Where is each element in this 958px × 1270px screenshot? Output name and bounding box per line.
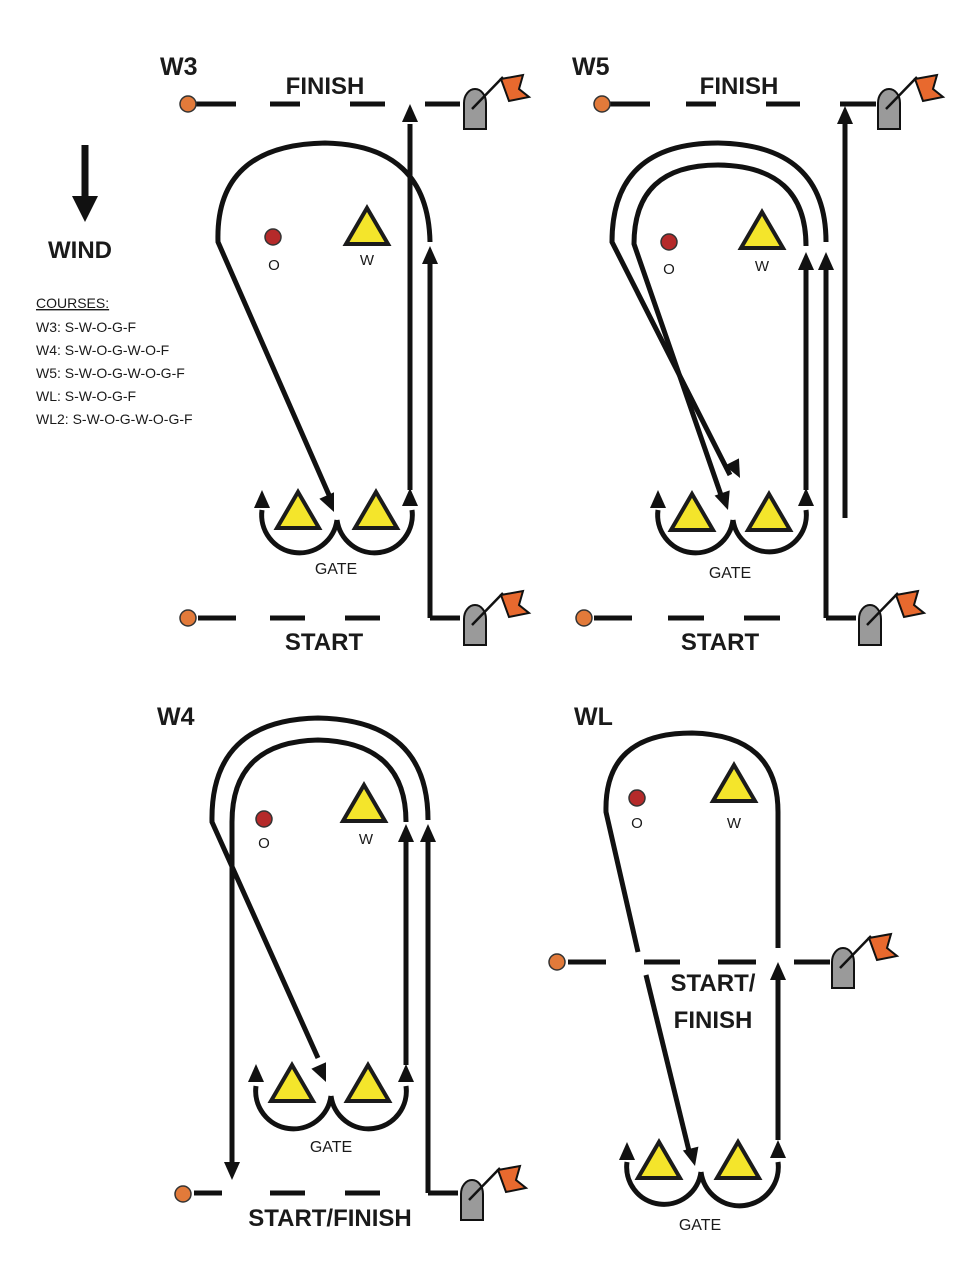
windward-mark-icon [711, 763, 757, 803]
windward-label: W [727, 815, 742, 832]
start-finish-label: START/ [671, 970, 756, 997]
gate-mark-icon [269, 1063, 315, 1103]
offset-label: O [663, 261, 675, 278]
offset-mark-icon [660, 233, 678, 251]
pin-buoy-icon [593, 95, 611, 113]
offset-label: O [268, 257, 280, 274]
offset-mark-icon [255, 810, 273, 828]
pin-buoy-icon [174, 1185, 192, 1203]
gate-label: GATE [709, 565, 751, 582]
course-path [603, 730, 781, 1209]
course-wl: WL O W GATE START/ FINISH [548, 703, 899, 1234]
gate-mark-icon [636, 1140, 682, 1180]
course-title: W4 [157, 703, 195, 731]
finish-label: FINISH [286, 73, 365, 100]
legend-row: W3: S-W-O-G-F [36, 319, 136, 335]
windward-mark-icon [341, 783, 387, 823]
gate-mark-icon [715, 1140, 761, 1180]
course-w4: W4 O W GATE START/F [157, 703, 528, 1232]
course-path [215, 124, 460, 621]
gate-mark-icon [345, 1063, 391, 1103]
start-finish-label: START/FINISH [248, 1205, 412, 1232]
gate-mark-icon [669, 492, 715, 532]
course-path [609, 124, 856, 621]
windward-label: W [359, 831, 374, 848]
course-title: W5 [572, 53, 610, 81]
gate-mark-icon [353, 490, 399, 530]
legend-heading: COURSES: [36, 295, 109, 311]
start-finish-label: FINISH [674, 1007, 753, 1034]
committee-boat-icon [459, 1164, 528, 1222]
course-title: W3 [160, 53, 198, 81]
committee-boat-icon [462, 589, 531, 647]
gate-mark-icon [275, 490, 321, 530]
legend-row: W4: S-W-O-G-W-O-F [36, 342, 169, 358]
committee-boat-icon [830, 932, 899, 990]
course-w5: W5 FINISH O W [572, 53, 945, 656]
courses-legend: COURSES: W3: S-W-O-G-F W4: S-W-O-G-W-O-F… [36, 295, 193, 427]
pin-buoy-icon [575, 609, 593, 627]
legend-row: W5: S-W-O-G-W-O-G-F [36, 365, 185, 381]
offset-label: O [258, 835, 270, 852]
course-title: WL [574, 703, 613, 731]
gate-label: GATE [679, 1217, 721, 1234]
gate-label: GATE [315, 561, 357, 578]
wind-label: WIND [48, 237, 112, 264]
course-path [209, 715, 458, 1196]
wind-arrow-icon [72, 196, 98, 222]
pin-buoy-icon [548, 953, 566, 971]
legend-row: WL: S-W-O-G-F [36, 388, 136, 404]
windward-mark-icon [739, 210, 785, 250]
committee-boat-icon [876, 73, 945, 131]
offset-mark-icon [264, 228, 282, 246]
gate-mark-icon [746, 492, 792, 532]
start-label: START [285, 629, 364, 656]
committee-boat-icon [857, 589, 926, 647]
committee-boat-icon [462, 73, 531, 131]
legend-row: WL2: S-W-O-G-W-O-G-F [36, 411, 193, 427]
gate-label: GATE [310, 1139, 352, 1156]
pin-buoy-icon [179, 609, 197, 627]
offset-mark-icon [628, 789, 646, 807]
offset-label: O [631, 815, 643, 832]
windward-mark-icon [344, 206, 390, 246]
start-label: START [681, 629, 760, 656]
wind-indicator: WIND [48, 145, 112, 264]
windward-label: W [755, 258, 770, 275]
pin-buoy-icon [179, 95, 197, 113]
course-w3: W3 FINISH O W GATE [160, 53, 531, 656]
windward-label: W [360, 252, 375, 269]
finish-label: FINISH [700, 73, 779, 100]
